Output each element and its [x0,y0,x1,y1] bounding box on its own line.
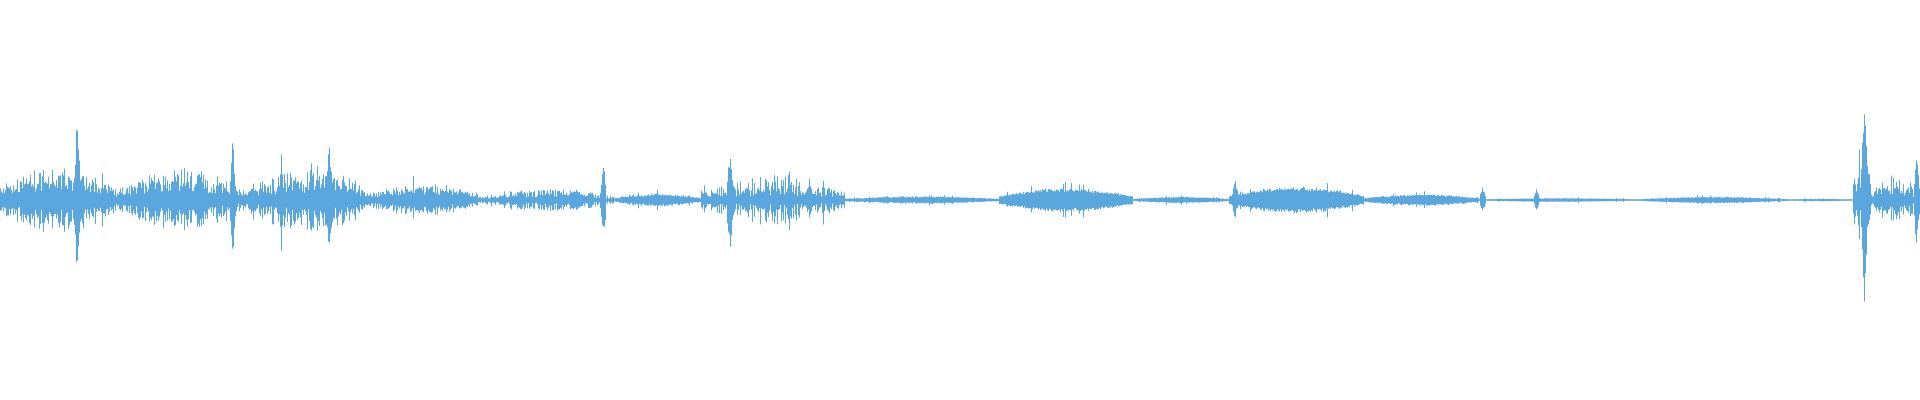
waveform-bars [0,114,1920,302]
waveform-trace [0,114,1920,302]
